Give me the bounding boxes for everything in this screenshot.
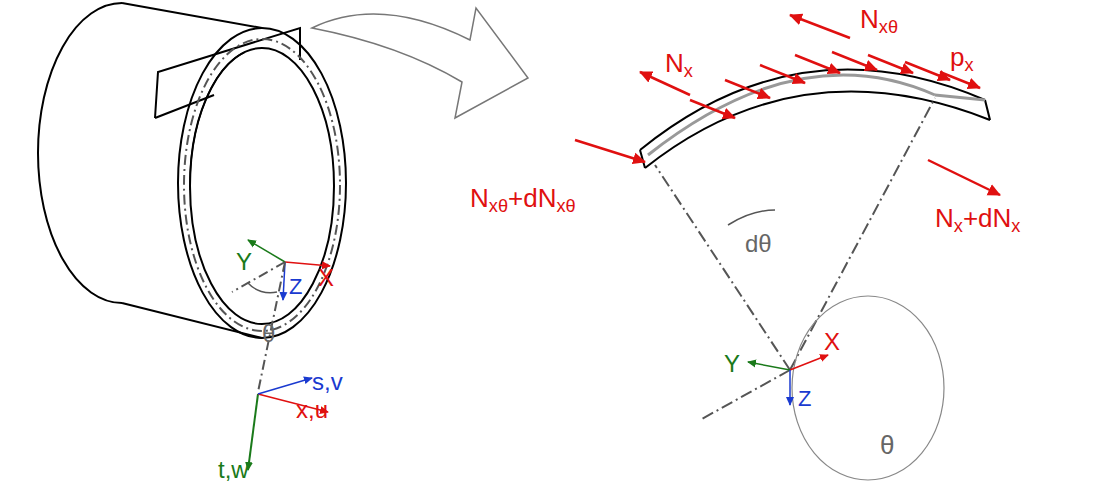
axis-label: X: [824, 330, 840, 354]
force-label: Nxθ+dNxθ: [470, 185, 576, 215]
coordinate-label: t,w: [218, 458, 249, 482]
force-label: px: [950, 44, 974, 74]
angle-label: θ: [262, 322, 275, 346]
axis-label: Y: [724, 352, 740, 376]
angle-label: θ: [880, 432, 894, 458]
axis-label: Z: [798, 388, 811, 410]
force-label: Nxθ: [860, 6, 898, 36]
axis-label: Z: [289, 276, 302, 298]
axis-label: Y: [236, 250, 252, 274]
force-label: Nx: [665, 50, 693, 80]
axis-label: X: [318, 266, 334, 290]
angle-label: dθ: [745, 232, 772, 256]
force-label: Nx+dNx: [935, 205, 1020, 235]
coordinate-label: x,u: [296, 398, 328, 422]
coordinate-label: s,v: [312, 370, 343, 394]
